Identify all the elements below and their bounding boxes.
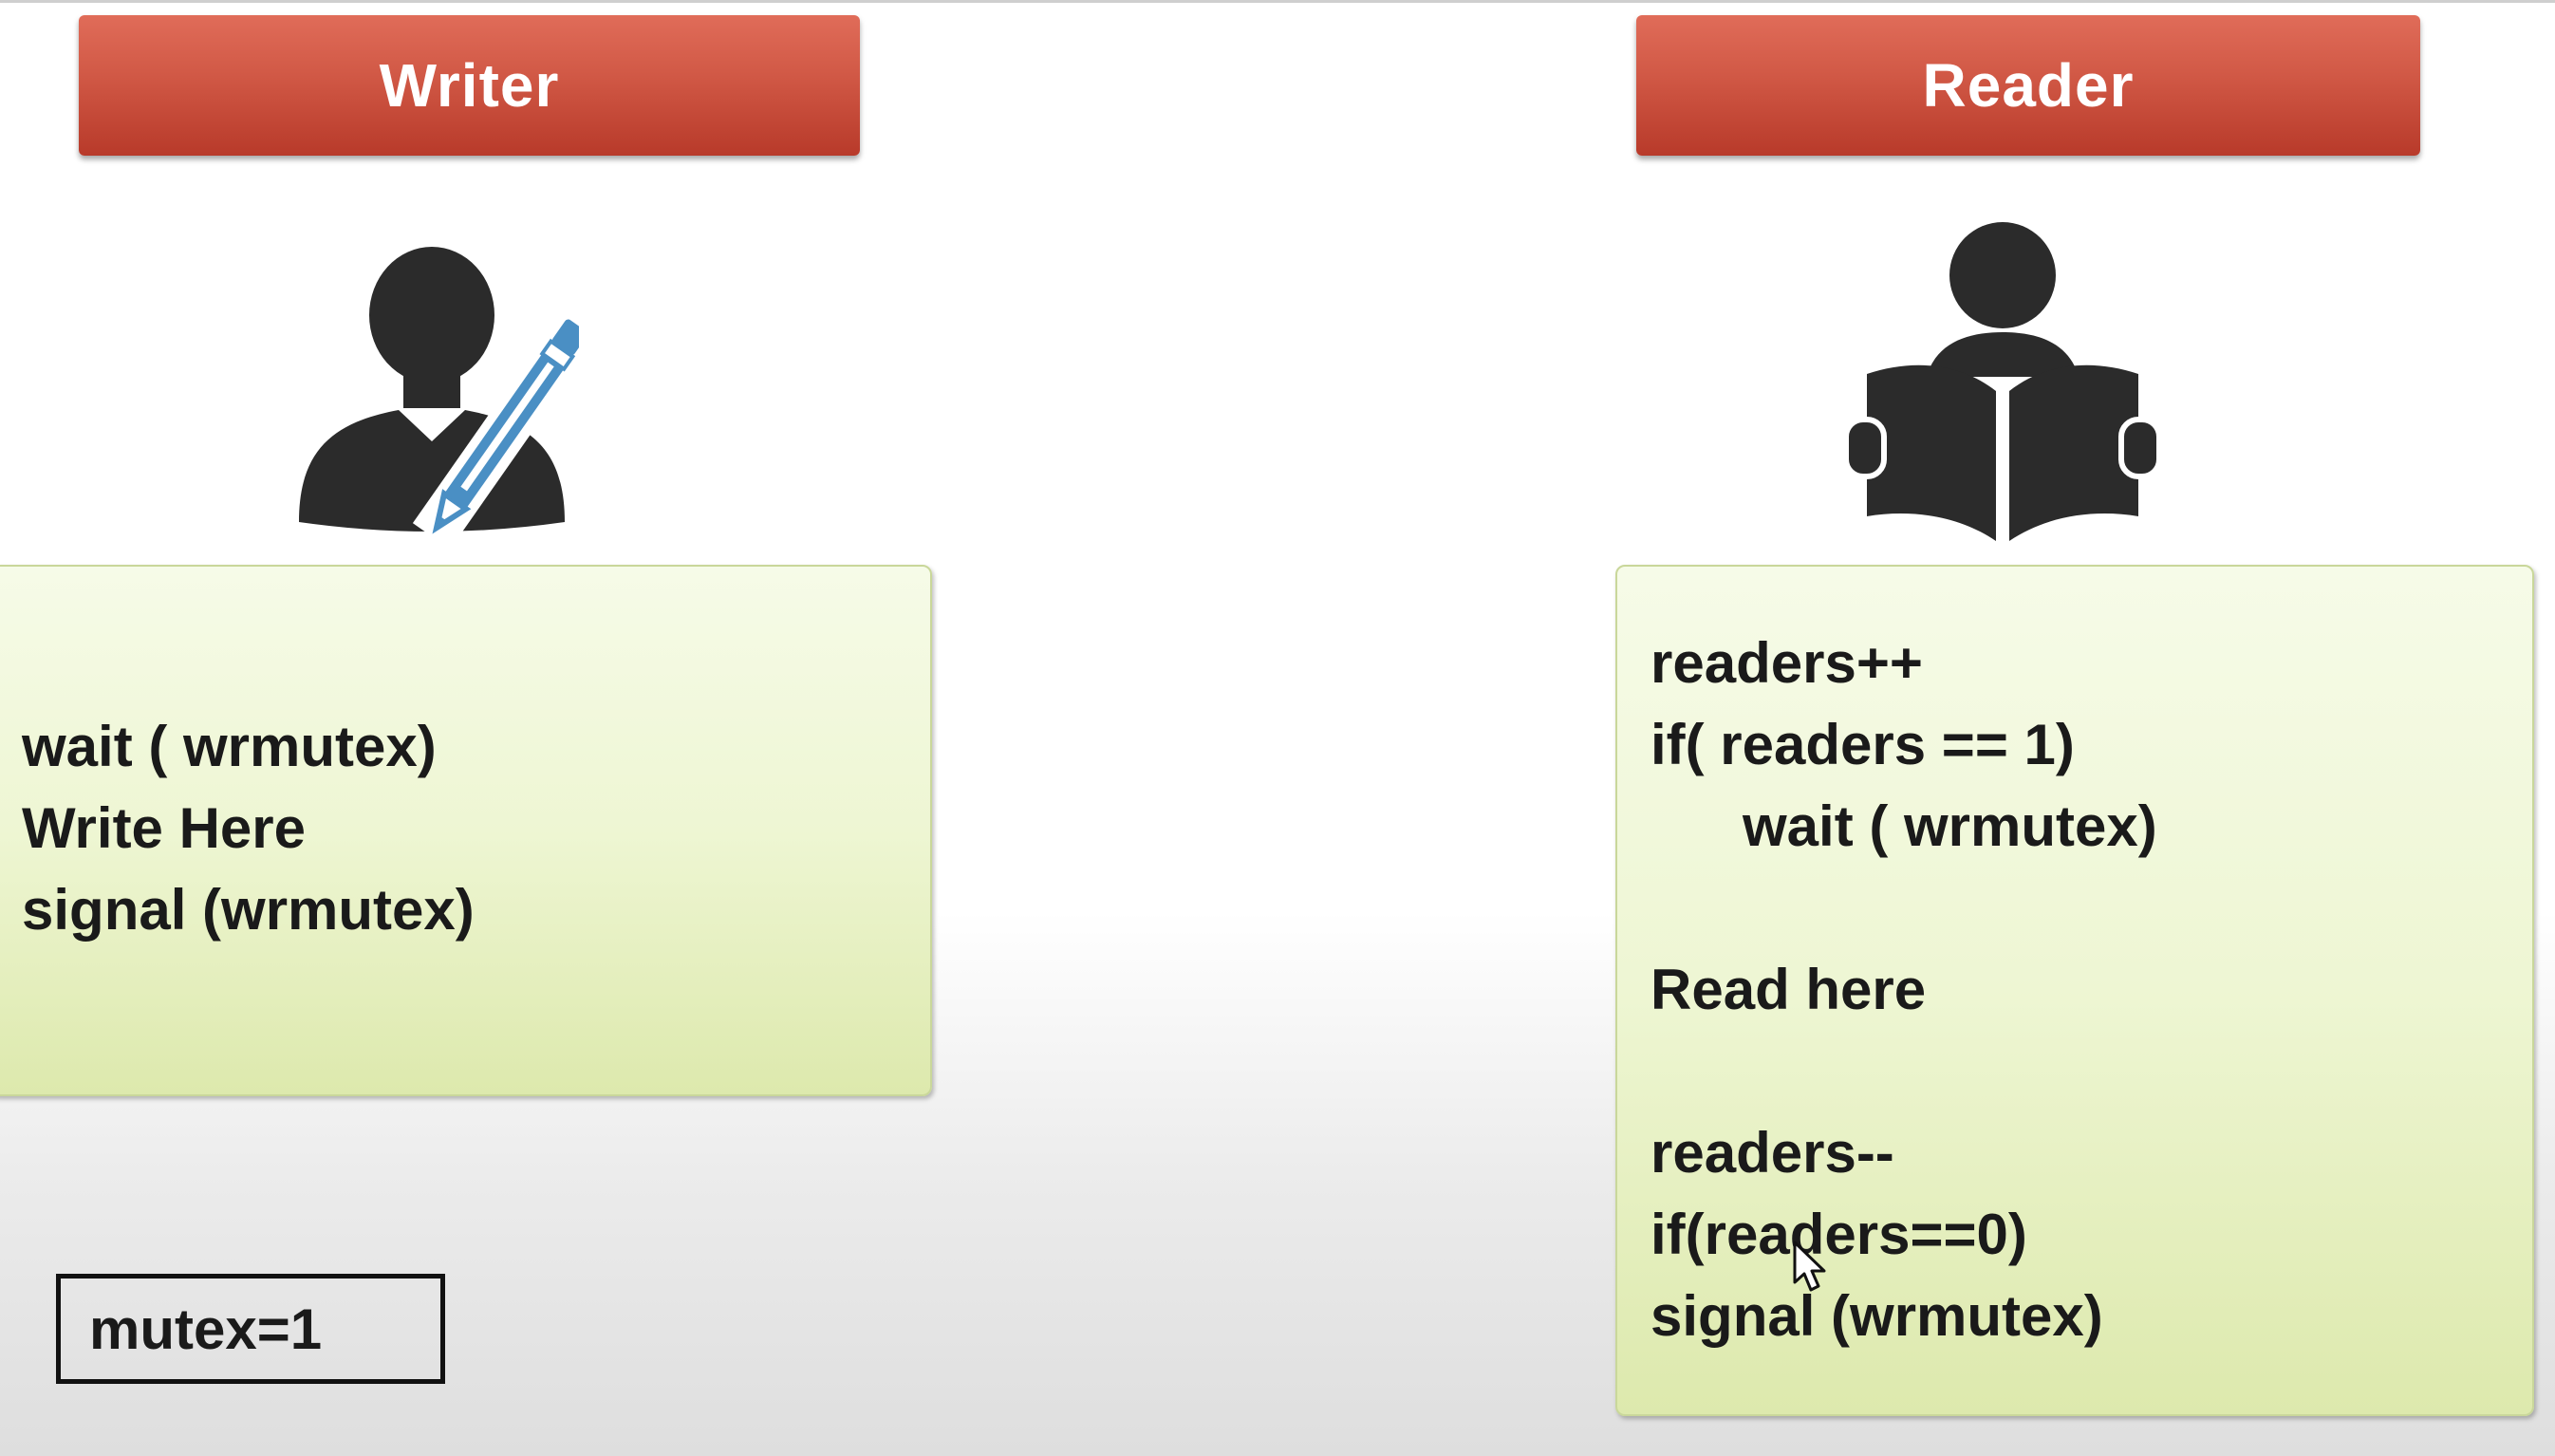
reader-code-line: wait ( wrmutex): [1743, 794, 2157, 858]
writer-code-line: wait ( wrmutex): [22, 715, 437, 778]
writer-code-line: Write Here: [22, 796, 307, 860]
writer-title: Writer: [379, 51, 560, 120]
reader-code-line: if(readers==0): [1650, 1203, 2027, 1266]
reader-title: Reader: [1922, 51, 2135, 120]
reader-code-line: signal (wrmutex): [1650, 1284, 2103, 1348]
writer-header: Writer: [79, 15, 860, 156]
reader-code-box: readers++ if( readers == 1) wait ( wrmut…: [1615, 565, 2534, 1416]
writer-code-line: signal (wrmutex): [22, 878, 475, 942]
writer-person-pencil-icon: [299, 247, 579, 541]
writer-code-box: wait ( wrmutex) Write Here signal (wrmut…: [0, 565, 932, 1096]
mouse-cursor-icon: [1793, 1241, 1826, 1292]
mutex-value-box: mutex=1: [56, 1274, 445, 1384]
reader-code-line: if( readers == 1): [1650, 713, 2075, 776]
reader-header: Reader: [1636, 15, 2420, 156]
reader-code-line: readers--: [1650, 1121, 1894, 1185]
reader-code-line: Read here: [1650, 958, 1927, 1021]
reader-person-book-icon: [1846, 222, 2159, 541]
reader-code-line: readers++: [1650, 631, 1923, 695]
mutex-label: mutex=1: [89, 1297, 323, 1361]
top-divider: [0, 0, 2555, 3]
